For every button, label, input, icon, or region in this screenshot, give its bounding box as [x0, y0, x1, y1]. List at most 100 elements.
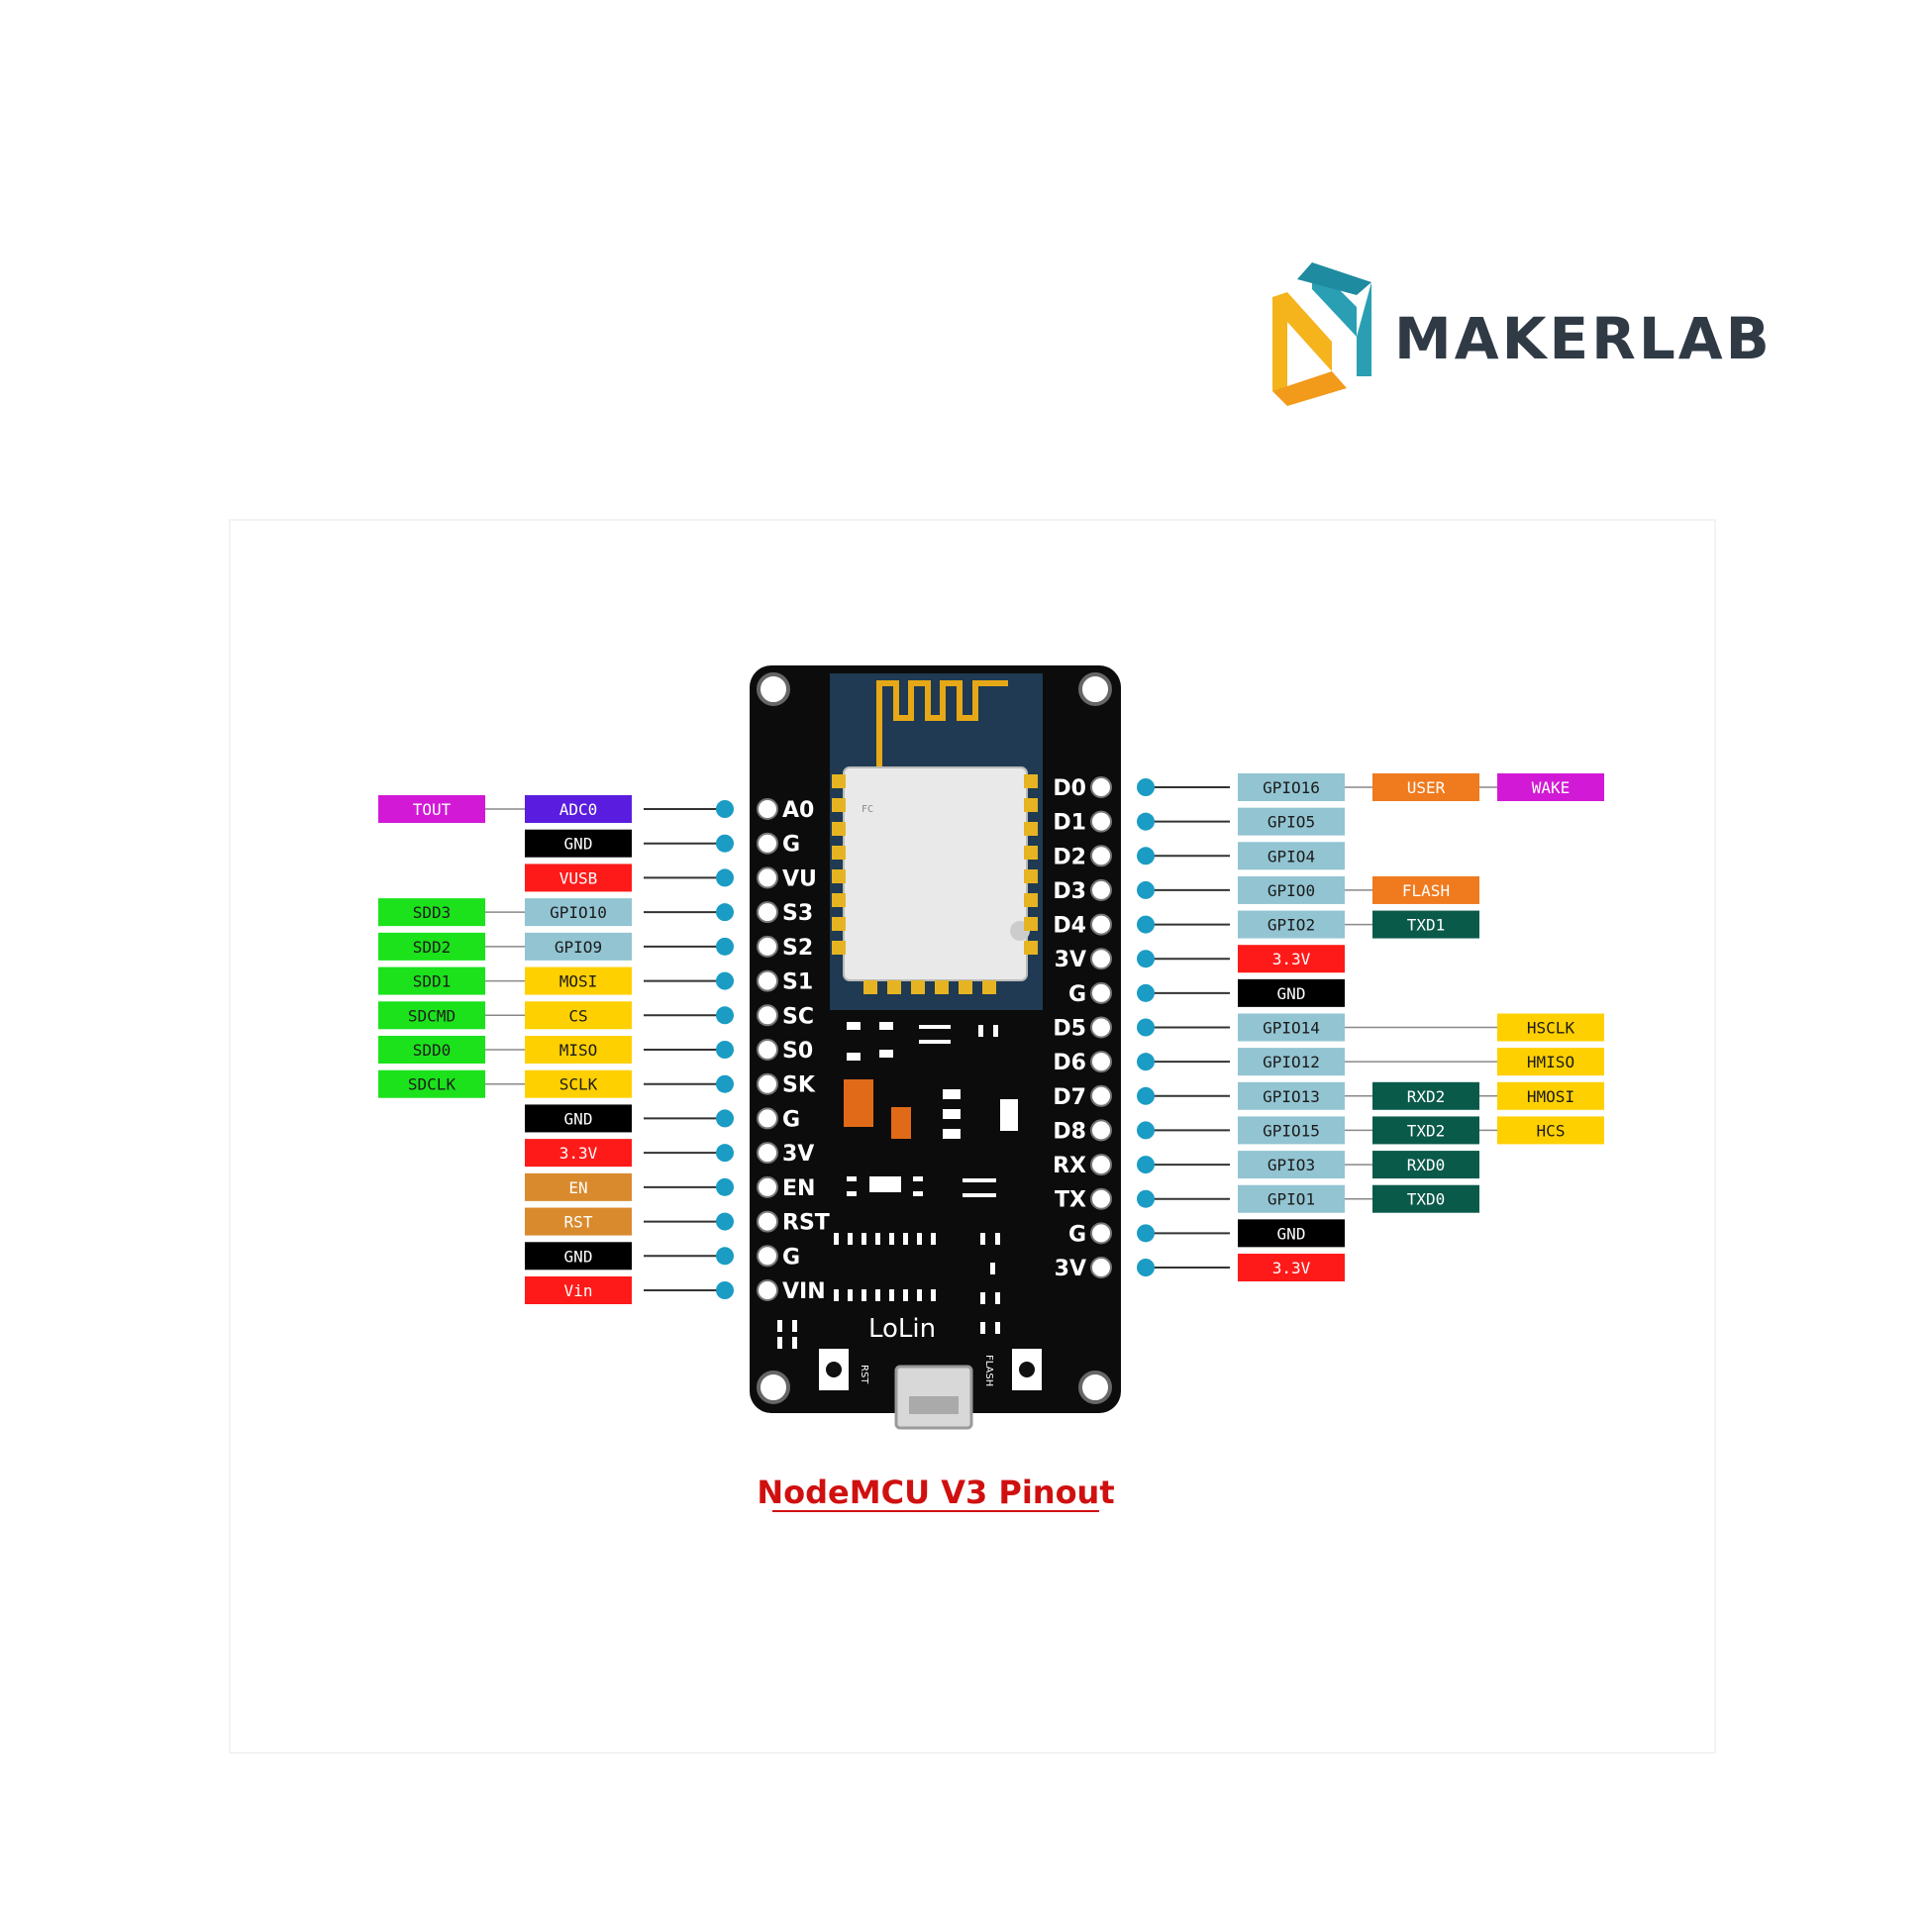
module-pad	[982, 980, 996, 994]
module-pad	[1024, 941, 1038, 955]
pin-tag-hmosi: HMOSI	[1497, 1081, 1604, 1110]
pin-tag-txd1: TXD1	[1372, 910, 1479, 939]
wifi-antenna-trace	[876, 680, 1008, 733]
pin-tag-flash: FLASH	[1372, 875, 1479, 904]
pin-tag-box	[1497, 1048, 1604, 1076]
pin-tag-txd2: TXD2	[1372, 1116, 1479, 1145]
pin-tag-box	[1497, 1013, 1604, 1042]
pin-tag-label: WAKE	[1532, 778, 1571, 797]
pin-tag-label: GPIO9	[555, 938, 602, 957]
pin-tag-box	[525, 932, 632, 961]
pin-dot	[1137, 1053, 1155, 1071]
pin-tag-box	[525, 795, 632, 823]
pin-tag-label: GPIO13	[1263, 1087, 1320, 1106]
usb-serial-chip	[777, 1233, 1000, 1349]
pin-tag-sdd0: SDD0	[378, 1036, 485, 1064]
pin-pad	[1090, 948, 1112, 970]
pin-tag-gnd: GND	[1238, 978, 1345, 1007]
pin-tag-box	[1238, 875, 1345, 904]
pin-dot	[716, 1074, 734, 1093]
pin-tag-3-3v: 3.3V	[525, 1139, 632, 1168]
pin-name: S3	[782, 901, 813, 926]
pin-pad	[1090, 810, 1112, 833]
rf-shield	[843, 766, 1028, 981]
pin-tag-label: GPIO12	[1263, 1053, 1320, 1071]
pin-tag-box	[1238, 773, 1345, 801]
pin-name: EN	[782, 1176, 815, 1201]
pin-dot	[1137, 1121, 1155, 1140]
pin-pad	[757, 1245, 778, 1268]
pin-name: G	[1068, 1222, 1086, 1247]
pin-tag-label: HSCLK	[1527, 1019, 1575, 1038]
pin-name: G	[782, 833, 800, 858]
pin-tag-box	[525, 1172, 632, 1201]
pin-tag-label: HMISO	[1527, 1053, 1574, 1071]
pin-tag-gpio15: GPIO15	[1238, 1116, 1345, 1145]
module-pad	[832, 846, 846, 860]
pin-tag-label: SDD2	[413, 938, 452, 957]
pin-tag-gnd: GND	[1238, 1219, 1345, 1248]
pin-tag-label: 3.3V	[559, 1144, 598, 1163]
pin-tag-sdd1: SDD1	[378, 966, 485, 995]
pin-tag-label: FLASH	[1402, 881, 1450, 900]
module-pad	[887, 980, 901, 994]
pin-tag-box	[1238, 1254, 1345, 1281]
pin-tag-label: GPIO10	[550, 903, 607, 922]
pin-tag-gpio14: GPIO14	[1238, 1013, 1345, 1042]
pin-pad	[1090, 1051, 1112, 1073]
pin-name: 3V	[1055, 948, 1086, 972]
pin-tag-box	[1497, 1081, 1604, 1110]
pin-name: TX	[1055, 1188, 1086, 1213]
pin-tag-box	[1238, 807, 1345, 836]
module-pad	[832, 941, 846, 955]
module-pad	[832, 798, 846, 812]
pin-pad	[1090, 845, 1112, 867]
pin-tag-label: GPIO1	[1268, 1190, 1315, 1209]
pin-tag-box	[525, 1001, 632, 1030]
pin-tag-vusb: VUSB	[525, 864, 632, 892]
pin-name: D3	[1053, 879, 1086, 904]
module-pad	[832, 869, 846, 883]
pin-tag-box	[525, 1242, 632, 1271]
pin-pad	[757, 901, 778, 924]
pin-tag-cs: CS	[525, 1001, 632, 1030]
pin-tag-box	[525, 1036, 632, 1064]
pin-tag-label: SCLK	[559, 1075, 598, 1094]
pin-tag-sdcmd: SDCMD	[378, 1001, 485, 1030]
pin-dot	[1137, 778, 1155, 796]
pin-tag-gpio9: GPIO9	[525, 932, 632, 961]
pin-tag-gpio0: GPIO0	[1238, 875, 1345, 904]
pin-pad	[757, 1175, 778, 1198]
pin-pad	[1090, 913, 1112, 936]
pin-name: S2	[782, 936, 813, 961]
pin-dot	[716, 1247, 734, 1266]
pin-name: D0	[1053, 776, 1086, 801]
pin-tag-box	[1372, 1081, 1479, 1110]
pin-name: 3V	[1055, 1257, 1086, 1281]
pin-tag-box	[1238, 1081, 1345, 1110]
pin-tag-box	[378, 1001, 485, 1030]
pin-tag-label: ADC0	[559, 800, 598, 819]
pin-tag-box	[1238, 978, 1345, 1007]
pin-dot	[1137, 847, 1155, 865]
pin-tag-box	[378, 898, 485, 927]
pin-pad	[757, 1107, 778, 1130]
left-pin-header: A0ADC0TOUTGGNDVUVUSBS3GPIO10SDD3S2GPIO9S…	[378, 795, 830, 1304]
pin-tag-mosi: MOSI	[525, 966, 632, 995]
pin-dot	[716, 1109, 734, 1128]
mounting-hole	[757, 1371, 790, 1404]
makerlab-logo: MAKERLAB	[1272, 262, 1770, 406]
pin-pad	[757, 1039, 778, 1061]
pin-dot	[1137, 880, 1155, 899]
pin-name: D6	[1053, 1051, 1086, 1075]
pin-tag-box	[1372, 875, 1479, 904]
capacitor	[844, 1079, 873, 1127]
pin-tag-hmiso: HMISO	[1497, 1048, 1604, 1076]
